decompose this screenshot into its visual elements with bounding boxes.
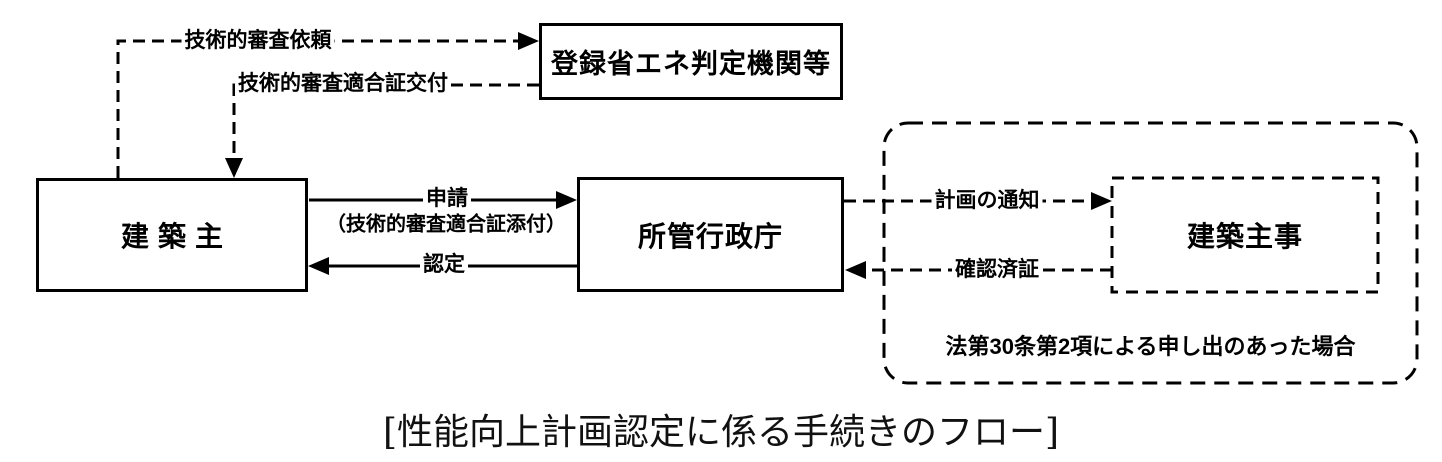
node-building-owner: 建築主 — [36, 178, 308, 292]
node-admin-agency-label: 所管行政庁 — [637, 220, 783, 252]
label-confirmation-cert: 確認済証 — [952, 257, 1042, 283]
label-application: 申請 — [423, 186, 471, 212]
node-building-official: 建築主事 — [1112, 178, 1378, 292]
node-building-official-label: 建築主事 — [1186, 221, 1303, 252]
label-tech-review-request: 技術的審査依頼 — [181, 28, 335, 54]
label-application-attachment: （技術的審査適合証添付） — [326, 213, 566, 236]
law-case-group-border — [882, 121, 1419, 385]
node-energy-org: 登録省エネ判定機関等 — [539, 23, 843, 100]
label-certification: 認定 — [420, 252, 468, 278]
building-official-border — [1110, 176, 1380, 294]
label-tech-review-cert-issue: 技術的審査適合証交付 — [235, 71, 451, 97]
arrow-tech-review-cert-issue — [225, 83, 539, 178]
figure-caption: [性能向上計画認定に係る手続きのフロー] — [382, 412, 1060, 453]
node-admin-agency: 所管行政庁 — [577, 177, 844, 292]
label-plan-notice: 計画の通知 — [931, 188, 1043, 214]
arrow-tech-review-request — [116, 32, 539, 178]
node-building-owner-label: 建築主 — [120, 221, 232, 252]
law-case-note: 法第30条第2項による申し出のあった場合 — [945, 334, 1356, 359]
node-energy-org-label: 登録省エネ判定機関等 — [551, 49, 831, 79]
